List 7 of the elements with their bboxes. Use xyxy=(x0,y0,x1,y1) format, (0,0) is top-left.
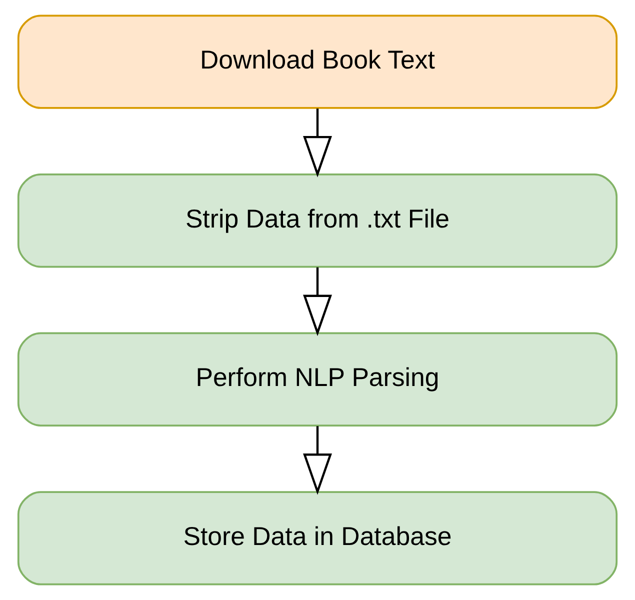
node-box: Download Book Text xyxy=(17,14,618,109)
node-box: Strip Data from .txt File xyxy=(17,174,618,268)
arrow xyxy=(303,426,332,495)
arrow xyxy=(303,267,332,336)
arrow xyxy=(303,108,332,178)
node-box: Perform NLP Parsing xyxy=(17,332,618,426)
node-box: Store Data in Database xyxy=(17,491,618,586)
